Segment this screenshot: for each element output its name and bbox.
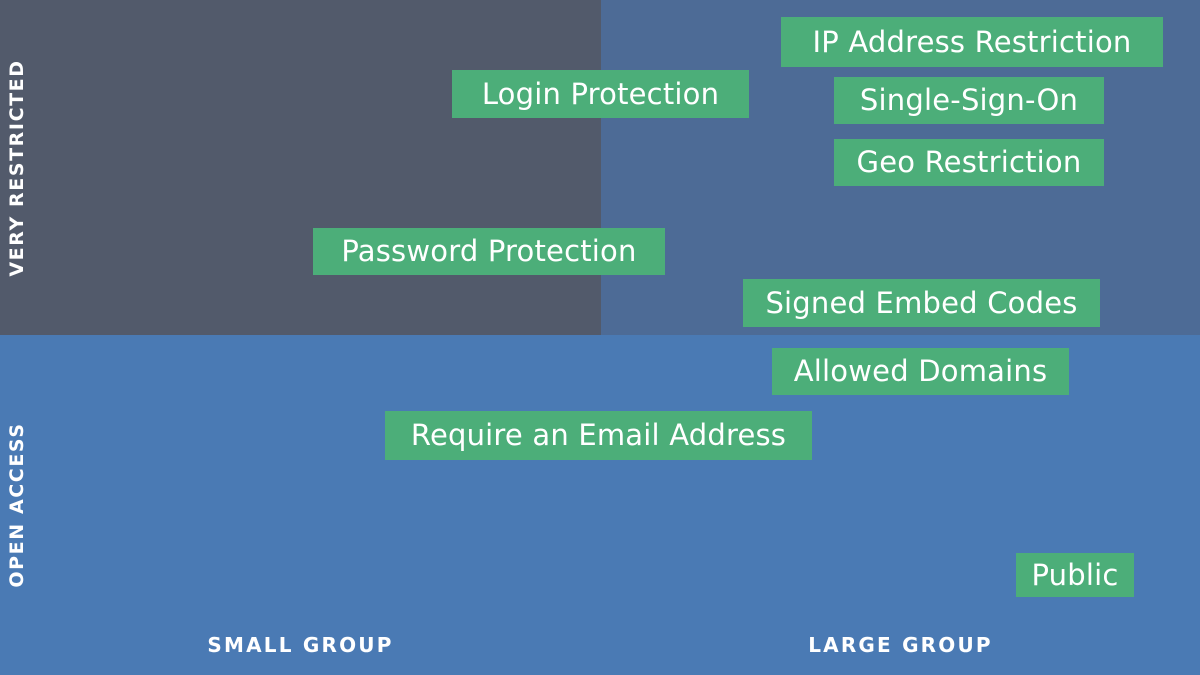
quadrant-very-restricted-small-group [0, 0, 601, 335]
axis-label-very-restricted: VERY RESTRICTED [0, 0, 34, 335]
feature-chip[interactable]: IP Address Restriction [781, 17, 1163, 67]
feature-chip[interactable]: Allowed Domains [772, 348, 1069, 395]
axis-label-very-restricted-text: VERY RESTRICTED [6, 58, 28, 277]
feature-chip[interactable]: Public [1016, 553, 1134, 597]
axis-label-large-group: LARGE GROUP [808, 633, 993, 657]
feature-chip[interactable]: Login Protection [452, 70, 749, 118]
feature-chip[interactable]: Geo Restriction [834, 139, 1104, 186]
feature-chip[interactable]: Signed Embed Codes [743, 279, 1100, 327]
axis-label-open-access: OPEN ACCESS [0, 335, 34, 675]
feature-chip[interactable]: Password Protection [313, 228, 665, 275]
axis-label-open-access-text: OPEN ACCESS [6, 422, 28, 588]
feature-chip[interactable]: Single-Sign-On [834, 77, 1104, 124]
axis-label-small-group: SMALL GROUP [207, 633, 394, 657]
feature-chip[interactable]: Require an Email Address [385, 411, 812, 460]
